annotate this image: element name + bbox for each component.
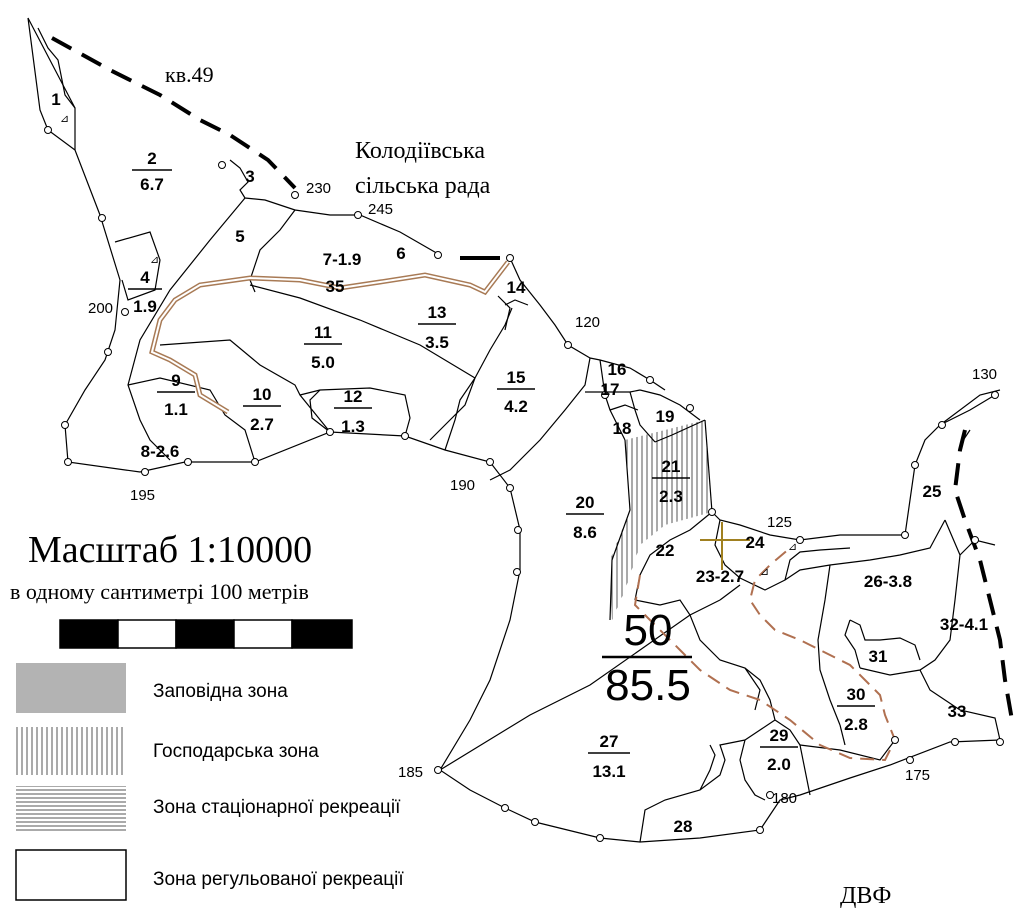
plot-6: 6 — [396, 244, 405, 263]
economic-zone-area — [610, 420, 712, 620]
quarter-number: 50 — [624, 606, 673, 655]
plot-27-area: 13.1 — [592, 762, 625, 781]
plot-35: 35 — [326, 277, 345, 296]
scale-block: Масштаб 1:10000 в одному сантиметрі 100 … — [0, 518, 390, 649]
legend-label-reserve: Заповідна зона — [153, 681, 288, 702]
plot-1: 1 — [51, 90, 60, 109]
point-195: 195 — [130, 487, 155, 504]
plot-15-number: 15 — [507, 368, 526, 387]
plot-4-area: 1.9 — [133, 297, 157, 316]
plot-21-area: 2.3 — [659, 487, 683, 506]
plot-13-number: 13 — [428, 303, 447, 322]
point-190: 190 — [450, 477, 475, 494]
point-numbers: 230 245 200 120 195 190 130 125 185 180 … — [88, 180, 997, 807]
legend-swatch-stationary — [16, 786, 126, 832]
small-marks: ⊿ ⊿ ⊿ ⊿ — [60, 113, 797, 578]
legend-swatch-economic — [16, 727, 126, 775]
legend: Заповідна зона Господарська зона Зона ст… — [15, 663, 404, 901]
plot-19: 19 — [656, 407, 675, 426]
plot-labels: 1 2 6.7 3 5 7-1.9 6 35 4 1.9 14 13 3.5 1… — [51, 90, 988, 836]
plot-2-area: 6.7 — [140, 175, 164, 194]
svg-text:⊿: ⊿ — [760, 566, 769, 578]
plot-17: 17 — [601, 380, 620, 399]
plot-16: 16 — [608, 360, 627, 379]
point-180: 180 — [772, 790, 797, 807]
point-120: 120 — [575, 314, 600, 331]
plot-22: 22 — [656, 541, 675, 560]
scale-bar — [59, 619, 353, 649]
point-185: 185 — [398, 764, 423, 781]
plot-18: 18 — [613, 419, 632, 438]
recreation-dashed-outline — [633, 547, 897, 762]
quarter-boundary-dashed — [51, 36, 297, 190]
plot-24: 24 — [746, 533, 765, 552]
scale-title: Масштаб 1:10000 — [28, 529, 312, 571]
point-130: 130 — [972, 366, 997, 383]
plot-4-number: 4 — [140, 268, 150, 287]
right-boundary-dashed — [952, 429, 1014, 721]
point-230: 230 — [306, 180, 331, 197]
plot-33: 33 — [948, 702, 967, 721]
svg-text:⊿: ⊿ — [60, 113, 69, 125]
cross-marker — [700, 522, 750, 570]
legend-label-regulated: Зона регульованої рекреації — [153, 869, 404, 890]
survey-points — [44, 126, 1004, 842]
quarter-label: кв.49 — [165, 62, 214, 87]
point-245: 245 — [368, 201, 393, 218]
svg-text:⊿: ⊿ — [150, 254, 159, 266]
legend-swatch-regulated — [15, 849, 127, 901]
plot-3: 3 — [245, 167, 254, 186]
plot-15-area: 4.2 — [504, 397, 528, 416]
plot-20-number: 20 — [576, 493, 595, 512]
plot-8: 8-2.6 — [141, 442, 180, 461]
plot-10-area: 2.7 — [250, 415, 274, 434]
plot-11-area: 5.0 — [311, 353, 335, 372]
plot-boundaries — [114, 159, 1001, 843]
point-125: 125 — [767, 514, 792, 531]
quarter-area: 85.5 — [605, 661, 691, 710]
quarter-summary: 50 85.5 — [602, 606, 692, 710]
plot-12-number: 12 — [344, 387, 363, 406]
plot-26: 26-3.8 — [864, 572, 912, 591]
plot-20-area: 8.6 — [573, 523, 597, 542]
plot-10-number: 10 — [253, 385, 272, 404]
author-mark: ДВФ — [840, 883, 891, 909]
plot-9-area: 1.1 — [164, 400, 188, 419]
plot-13-area: 3.5 — [425, 333, 449, 352]
plot-14: 14 — [507, 278, 526, 297]
plot-21-number: 21 — [662, 457, 681, 476]
plot-31: 31 — [869, 647, 888, 666]
plot-29-number: 29 — [770, 726, 789, 745]
plot-25: 25 — [923, 482, 942, 501]
point-175: 175 — [905, 767, 930, 784]
plot-30-number: 30 — [847, 685, 866, 704]
plot-30-area: 2.8 — [844, 715, 868, 734]
plot-11-number: 11 — [314, 323, 332, 342]
plot-29-area: 2.0 — [767, 755, 791, 774]
plot-2-number: 2 — [147, 149, 156, 168]
route-line — [149, 260, 510, 415]
council-label-line2: сільська рада — [355, 173, 491, 199]
plot-27-number: 27 — [600, 732, 619, 751]
council-label-line1: Колодіївська — [355, 138, 485, 164]
legend-label-stationary: Зона стаціонарної рекреації — [153, 797, 401, 818]
svg-text:⊿: ⊿ — [788, 541, 797, 553]
point-200: 200 — [88, 300, 113, 317]
scale-subtitle: в одному сантиметрі 100 метрів — [10, 579, 309, 604]
plot-23: 23-2.7 — [696, 567, 744, 586]
plot-9-number: 9 — [171, 371, 180, 390]
plot-32: 32-4.1 — [940, 615, 988, 634]
plot-7: 7-1.9 — [323, 250, 362, 269]
plot-12-area: 1.3 — [341, 417, 365, 436]
legend-swatch-reserve — [16, 663, 126, 713]
plot-5: 5 — [235, 227, 244, 246]
plot-28: 28 — [674, 817, 693, 836]
legend-label-economic: Господарська зона — [153, 741, 319, 762]
